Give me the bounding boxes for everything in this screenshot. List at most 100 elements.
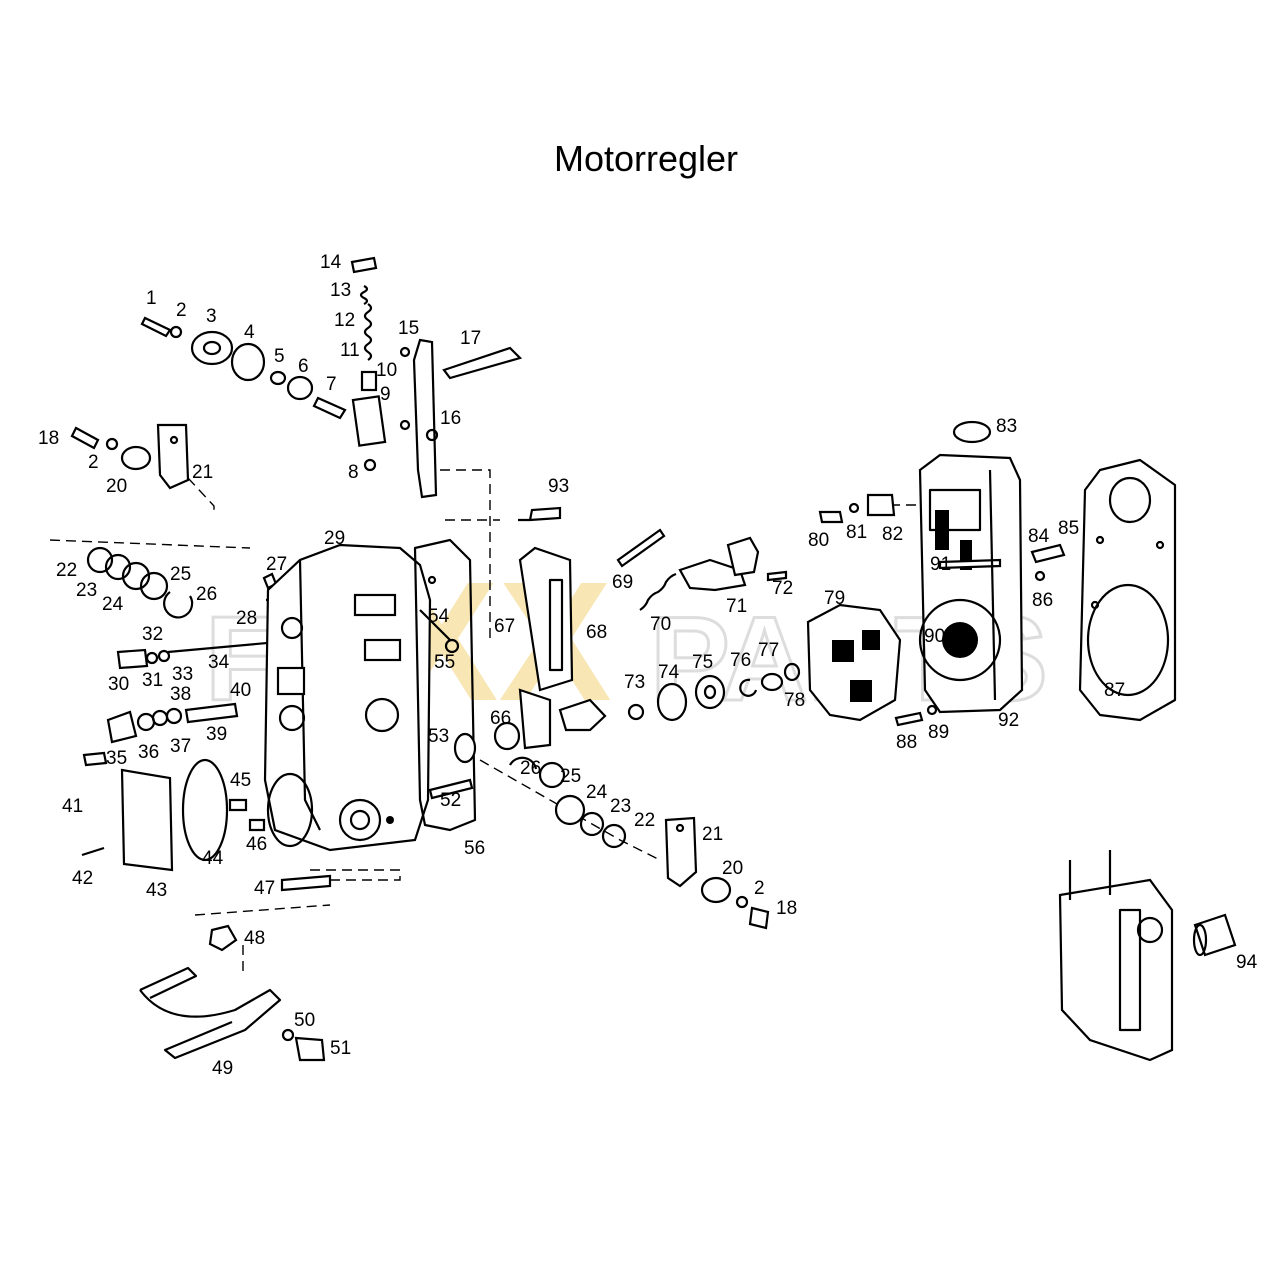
part-label: 91 (930, 554, 951, 575)
part-label: 17 (460, 328, 481, 349)
part-label: 11 (340, 340, 360, 361)
part-label: 51 (330, 1038, 351, 1059)
part-label: 88 (896, 732, 917, 753)
part-label: 31 (142, 670, 163, 691)
part-label: 2 (176, 300, 187, 321)
part-label: 56 (464, 838, 485, 859)
part-label: 75 (692, 652, 713, 673)
part-label: 45 (230, 770, 251, 791)
part-label: 18 (776, 898, 797, 919)
part-label: 38 (170, 684, 191, 705)
part-label: 85 (1058, 518, 1079, 539)
part-label: 87 (1104, 680, 1125, 701)
part-label: 7 (326, 374, 337, 395)
part-label: 90 (924, 626, 945, 647)
part-label: 23 (76, 580, 97, 601)
part-label: 13 (330, 280, 351, 301)
part-label: 4 (244, 322, 255, 343)
part-label: 20 (722, 858, 743, 879)
top-lever-assembly (140, 256, 523, 499)
part-label: 25 (560, 766, 581, 787)
part-label: 52 (440, 790, 461, 811)
part-label: 86 (1032, 590, 1053, 611)
part-label: 6 (298, 356, 309, 377)
part-label: 24 (586, 782, 608, 803)
part-label: 44 (202, 848, 224, 869)
part-label: 16 (440, 408, 461, 429)
right-housing (818, 420, 1066, 727)
part-label: 93 (548, 476, 569, 497)
part-label: 8 (348, 462, 359, 483)
bottom-right-bracket (1058, 850, 1237, 1062)
main-housing (263, 543, 432, 852)
part-label: 3 (206, 306, 217, 327)
assembly-lines (49, 469, 920, 975)
part-label: 26 (196, 584, 217, 605)
part-label: 78 (784, 690, 805, 711)
part-label: 84 (1028, 526, 1050, 547)
part-label: 25 (170, 564, 191, 585)
part-label: 55 (434, 652, 455, 673)
part-label: 20 (106, 476, 127, 497)
part-label: 18 (38, 428, 59, 449)
part-label: 37 (170, 736, 191, 757)
part-label: 2 (754, 878, 765, 899)
part-label: 70 (650, 614, 671, 635)
part-label: 21 (702, 824, 723, 845)
middle-components (493, 506, 801, 751)
part-label: 49 (212, 1058, 233, 1079)
part-label: 22 (56, 560, 77, 581)
page-title: Motorregler (553, 138, 739, 179)
part-label: 33 (172, 664, 193, 685)
part-label: 54 (428, 606, 450, 627)
part-label: 29 (324, 528, 345, 549)
part-label: 48 (244, 928, 265, 949)
part-label: 15 (398, 318, 419, 339)
flyweight-assembly (806, 603, 902, 722)
part-label: 53 (428, 726, 449, 747)
part-label: 66 (490, 708, 511, 729)
part-label: 94 (1236, 952, 1258, 973)
part-label: 77 (758, 640, 779, 661)
part-label: 67 (494, 616, 515, 637)
part-label: 28 (236, 608, 257, 629)
part-labels: 1 2 3 4 5 6 7 8 9 10 11 12 13 14 15 16 1… (38, 252, 1258, 1079)
part-label: 42 (72, 868, 93, 889)
part-label: 46 (246, 834, 267, 855)
part-label: 92 (998, 710, 1019, 731)
part-label: 26 (520, 758, 541, 779)
part-label: 1 (146, 288, 157, 309)
part-label: 40 (230, 680, 251, 701)
part-label: 9 (380, 384, 391, 405)
part-label: 27 (266, 554, 287, 575)
part-label: 22 (634, 810, 655, 831)
part-label: 23 (610, 796, 631, 817)
seal-ring-stack (86, 546, 194, 619)
part-label: 34 (208, 652, 230, 673)
part-label: 39 (206, 724, 227, 745)
part-label: 76 (730, 650, 751, 671)
part-label: 43 (146, 880, 167, 901)
part-label: 72 (772, 578, 793, 599)
part-label: 68 (586, 622, 607, 643)
part-label: 36 (138, 742, 159, 763)
part-label: 5 (274, 346, 285, 367)
part-label: 10 (376, 360, 397, 381)
part-label: 74 (658, 662, 680, 683)
part-label: 32 (142, 624, 163, 645)
part-label: 81 (846, 522, 867, 543)
part-label: 35 (106, 748, 127, 769)
part-label: 12 (334, 310, 355, 331)
housing-gasket (413, 538, 477, 832)
part-label: 83 (996, 416, 1017, 437)
part-label: 2 (88, 452, 99, 473)
part-label: 82 (882, 524, 903, 545)
part-label: 14 (320, 252, 342, 273)
part-label: 30 (108, 674, 129, 695)
part-label: 69 (612, 572, 633, 593)
part-label: 41 (62, 796, 83, 817)
part-label: 50 (294, 1010, 315, 1031)
part-label: 24 (102, 594, 124, 615)
right-gasket (1078, 458, 1177, 722)
